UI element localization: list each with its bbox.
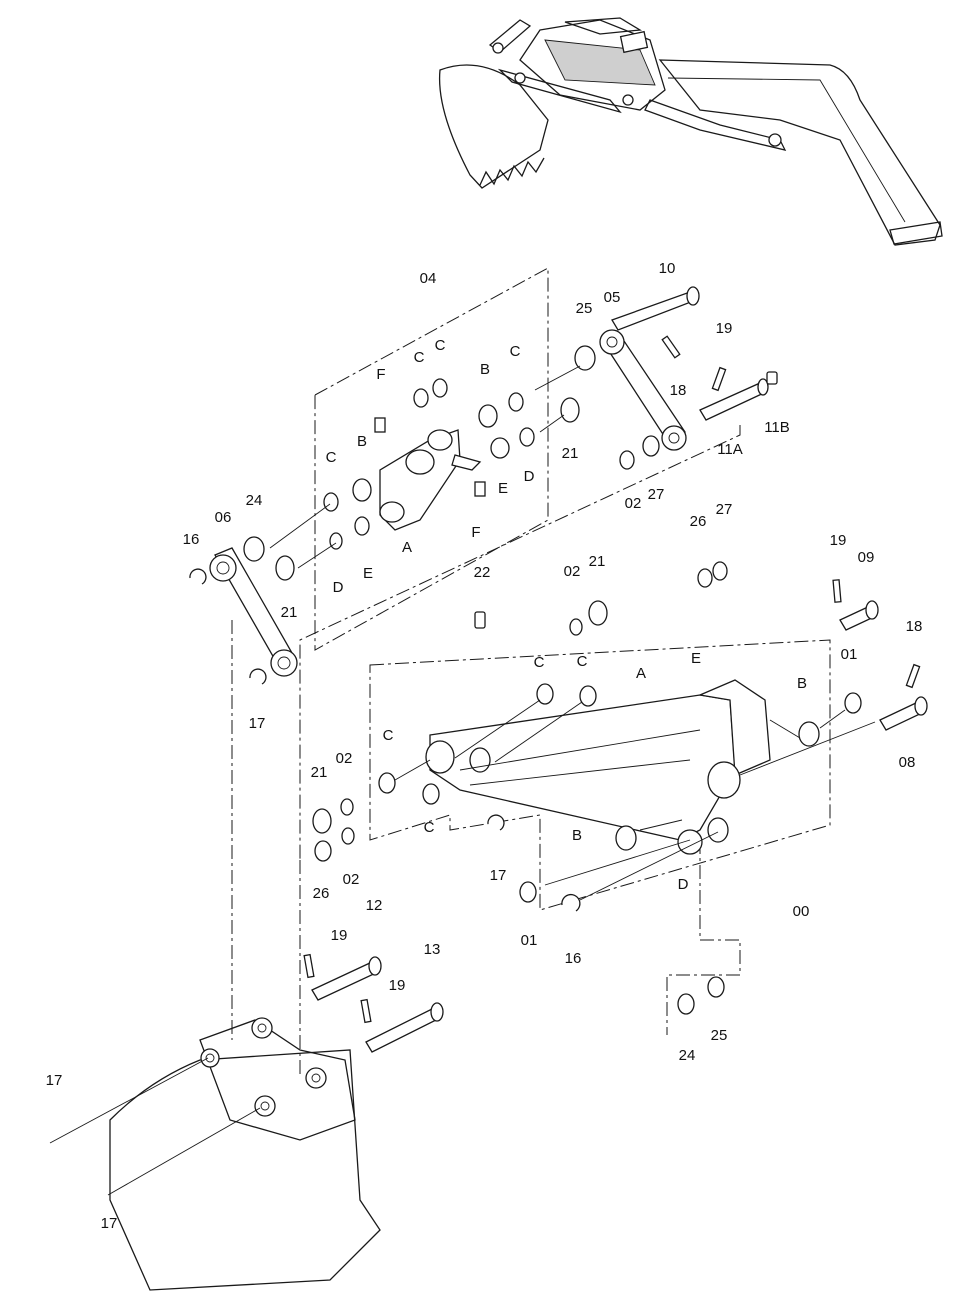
callout-c27b: 27 (716, 501, 733, 518)
callout-c17b: 17 (490, 867, 507, 884)
leader-11A (299, 425, 741, 860)
bracket-00 (312, 435, 876, 1015)
callout-c18b: 18 (906, 618, 923, 635)
callout-cBd: B (572, 827, 582, 844)
frame-00 (369, 639, 831, 911)
callout-cCf: C (577, 653, 588, 670)
callout-c21b: 21 (589, 553, 606, 570)
callout-cFa: F (376, 366, 385, 383)
callout-cCa: C (414, 349, 425, 366)
frame-04 (314, 267, 549, 651)
callout-c16a: 16 (183, 531, 200, 548)
callout-c22: 22 (474, 564, 491, 581)
callout-c02a: 02 (625, 495, 642, 512)
arm-end-illustration (49, 620, 381, 1291)
callout-cFb: F (471, 524, 480, 541)
callout-c17c: 17 (46, 1072, 63, 1089)
overview-arm-illustration (438, 17, 943, 246)
callout-cCg: C (383, 727, 394, 744)
callout-cCh: C (424, 819, 435, 836)
callout-c09: 09 (858, 549, 875, 566)
callout-c02d: 02 (343, 871, 360, 888)
callout-c04: 04 (420, 270, 437, 287)
callout-c19c: 19 (331, 927, 348, 944)
callout-cBc: B (797, 675, 807, 692)
callout-c10: 10 (659, 260, 676, 277)
bracket-04-parts (243, 345, 596, 581)
callout-c16b: 16 (565, 950, 582, 967)
callout-c19b: 19 (830, 532, 847, 549)
callout-cCb: C (435, 337, 446, 354)
callout-c21c: 21 (281, 604, 298, 621)
callout-c08: 08 (899, 754, 916, 771)
callout-cCe: C (534, 654, 545, 671)
callout-c18a: 18 (670, 382, 687, 399)
callout-c26a: 26 (690, 513, 707, 530)
callout-c21a: 21 (562, 445, 579, 462)
callout-c19a: 19 (716, 320, 733, 337)
callout-c24b: 24 (679, 1047, 696, 1064)
callout-c25b: 25 (711, 1027, 728, 1044)
link-06 (189, 547, 298, 685)
callout-c01a: 01 (841, 646, 858, 663)
callout-cAa: A (402, 539, 412, 556)
callout-cCd: C (326, 449, 337, 466)
callout-c17d: 17 (101, 1215, 118, 1232)
callout-cBa: B (480, 361, 490, 378)
callout-c01b: 01 (521, 932, 538, 949)
callout-c06: 06 (215, 509, 232, 526)
callout-c12: 12 (366, 897, 383, 914)
callout-cCc: C (510, 343, 521, 360)
callout-cDb: D (333, 579, 344, 596)
callout-cDa: D (524, 468, 535, 485)
callout-c02c: 02 (336, 750, 353, 767)
callout-c11A: 11A (717, 441, 743, 458)
link-05 (599, 286, 700, 451)
callout-cE1: E (498, 480, 508, 497)
callout-c00: 00 (793, 903, 810, 920)
callout-c05: 05 (604, 289, 621, 306)
callout-cAb: A (636, 665, 646, 682)
callout-c11B: 11B (764, 419, 790, 436)
assembly-boundaries (299, 267, 831, 1035)
callout-c02b: 02 (564, 563, 581, 580)
callout-cE2: E (363, 565, 373, 582)
callout-c27a: 27 (648, 486, 665, 503)
callout-c21d: 21 (311, 764, 328, 781)
callout-cBb: B (357, 433, 367, 450)
callout-c17a: 17 (249, 715, 266, 732)
callout-c13: 13 (424, 941, 441, 958)
callout-c25a: 25 (576, 300, 593, 317)
callout-c19d: 19 (389, 977, 406, 994)
pins (303, 335, 928, 1053)
callout-c26b: 26 (313, 885, 330, 902)
callout-cE3: E (691, 650, 701, 667)
callout-c24a: 24 (246, 492, 263, 509)
callout-cDc: D (678, 876, 689, 893)
